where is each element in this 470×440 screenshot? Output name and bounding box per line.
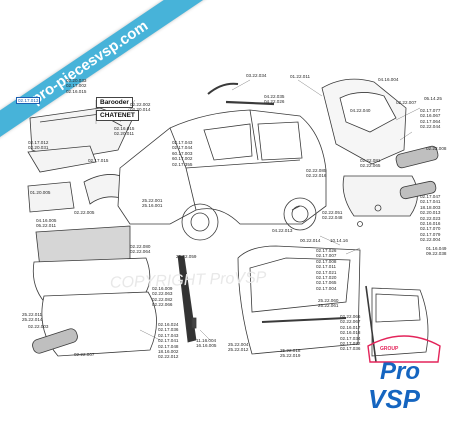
label-sill: 25.22.059 bbox=[176, 254, 197, 259]
label-door-right: 02.22.066 02.22.067 02.16.017 02.16.018 … bbox=[340, 314, 361, 352]
side-sill bbox=[177, 255, 197, 343]
label-right-column: 02.17.047 02.17.041 18.18.003 02.20.013 … bbox=[420, 194, 441, 243]
provsp-logo: GROUP Pro VSP bbox=[358, 344, 448, 416]
label-rear-vent: 02.22.008 bbox=[426, 146, 447, 151]
roof-rail bbox=[207, 82, 239, 95]
label-pillar: 02.17.043 02.17.044 60.17.003 60.17.002 … bbox=[172, 140, 193, 167]
label-front-grille: 02.22.005 bbox=[74, 210, 95, 215]
label-rear-mid: 02.22.081 02.22.065 bbox=[360, 158, 381, 169]
label-door-bottom: 25.22.018 25.22.019 bbox=[280, 348, 301, 359]
car-body bbox=[117, 109, 327, 225]
label-windshield: 02.16.015 02.20.011 bbox=[114, 126, 135, 137]
label-roof-bar: 04.22.035 04.22.026 bbox=[264, 94, 285, 105]
label-grille-refs: 04.16.005 05.22.011 bbox=[36, 218, 57, 229]
label-center-small-2: 10.14.16 bbox=[330, 238, 348, 243]
label-door-left: 25.22.004 25.22.012 bbox=[228, 342, 249, 353]
logo-group-text: GROUP bbox=[380, 346, 399, 352]
label-hood-side: 02.17.015 bbox=[88, 158, 109, 163]
logo-line-1: Pro bbox=[380, 358, 421, 385]
hood-lower-panel bbox=[27, 145, 97, 173]
label-rear-glass: 04.22.040 bbox=[350, 108, 371, 113]
label-hatch: 04.16.004 bbox=[378, 77, 399, 82]
label-rear-2: 05.14.25 bbox=[424, 96, 442, 101]
rear-window bbox=[339, 92, 397, 133]
rear-grille bbox=[399, 180, 437, 200]
label-door-mid: 25.22.060 25.22.061 bbox=[318, 298, 339, 309]
label-center-small: 04.22.013 bbox=[272, 228, 293, 233]
label-roof-right: 01.22.011 bbox=[290, 74, 311, 79]
label-front-mid: 25.22.001 25.16.001 bbox=[142, 198, 163, 209]
label-rear-bumper-refs: 02.22.051 02.22.048 bbox=[322, 210, 343, 221]
label-rear-column: 02.17.077 02.16.067 02.17.064 02.22.044 bbox=[420, 108, 441, 130]
rear-door bbox=[237, 245, 361, 355]
door-strip bbox=[365, 285, 377, 363]
label-bumper-left: 25.22.011 25.22.014 bbox=[22, 312, 43, 323]
fog-grille bbox=[32, 328, 78, 354]
label-door-front: 02.17.026 02.17.007 02.17.008 02.17.011 … bbox=[316, 248, 337, 291]
label-grille-top: 01.20.005 bbox=[30, 190, 51, 195]
highlighted-part-code: 02.17.013 bbox=[16, 97, 41, 104]
label-hood: 02.17.012 02.20.031 bbox=[28, 140, 49, 151]
label-upper-fender: 02.22.002 02.20.014 bbox=[130, 102, 151, 113]
label-right-bottom: 01.16.049 09.22.038 bbox=[426, 246, 447, 257]
hood-panel bbox=[29, 107, 133, 161]
label-bumper-refs: 02.16.009 02.22.063 02.22.082 02.22.066 bbox=[152, 286, 173, 308]
label-side-ref: 00.22.014 bbox=[300, 238, 321, 243]
label-bumper-left-3: 02.22.007 bbox=[74, 352, 95, 357]
brand-tag-chatenet: CHATENET bbox=[96, 110, 139, 121]
label-roof-strip: 03.22.034 bbox=[246, 73, 267, 78]
label-rear-bumper: 02.22.085 02.22.016 bbox=[306, 168, 327, 179]
upper-grille bbox=[27, 181, 75, 213]
label-front-grille-refs: 02.22.080 02.22.064 bbox=[130, 244, 151, 255]
rear-vent bbox=[395, 145, 439, 169]
label-rear-1: 02.22.007 bbox=[396, 100, 417, 105]
label-top-left: 02.20.033 02.17.002 02.16.015 bbox=[66, 78, 87, 94]
brand-tag-barooder: Barooder bbox=[96, 97, 133, 108]
label-lower-center-2: 11.16.004 16.16.005 bbox=[196, 338, 217, 349]
logo-line-2: VSP bbox=[368, 384, 421, 414]
label-bumper-left-2: 02.22.003 bbox=[28, 324, 49, 329]
roof-bar bbox=[225, 100, 275, 106]
label-lower-center: 02.16.024 02.17.036 02.17.043 02.17.041 … bbox=[158, 322, 179, 360]
